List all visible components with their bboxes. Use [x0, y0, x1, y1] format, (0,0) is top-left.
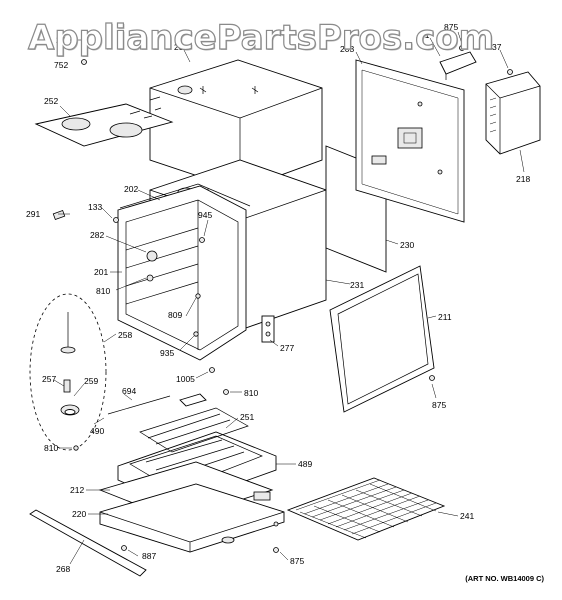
callout-201: 201: [94, 267, 108, 277]
callout-810-left: 810: [44, 443, 58, 453]
screw-887: [121, 545, 127, 551]
element-251: [139, 393, 249, 453]
callout-258: 258: [118, 330, 132, 340]
screw-37: [507, 69, 513, 75]
callout-203: 203: [340, 44, 354, 54]
leader-lines: [53, 31, 525, 565]
screw-133: [113, 217, 119, 223]
bottom-pan-220: [99, 483, 285, 553]
callout-202: 202: [124, 184, 138, 194]
callout-887: 887: [142, 551, 156, 561]
screw-810-mid: [223, 389, 229, 395]
callout-810-mid: 810: [244, 388, 258, 398]
callout-212: 212: [70, 485, 84, 495]
callout-291: 291: [26, 209, 40, 219]
callout-231: 231: [350, 280, 364, 290]
callout-752: 752: [54, 60, 68, 70]
callout-21: 21: [420, 30, 430, 40]
callout-268: 268: [56, 564, 70, 574]
callout-labels: 27 752 23 252 203 21 875 37 218 202 133 …: [26, 22, 530, 574]
top-plate-252: [34, 103, 174, 147]
callout-277: 277: [280, 343, 294, 353]
callout-259: 259: [84, 376, 98, 386]
screw-810-left: [73, 445, 79, 451]
callout-27: 27: [56, 35, 66, 45]
callout-257: 257: [42, 374, 56, 384]
callout-230: 230: [400, 240, 414, 250]
screw-bottom-pan: [273, 521, 279, 527]
callout-241: 241: [460, 511, 474, 521]
callout-945: 945: [198, 210, 212, 220]
callout-23: 23: [174, 42, 184, 52]
screw-875-bottom: [273, 547, 279, 553]
screw-875-top: [459, 45, 465, 51]
callout-694: 694: [122, 386, 136, 396]
rod-694: [107, 395, 171, 415]
callout-875-bottom: 875: [290, 556, 304, 566]
callout-1005: 1005: [176, 374, 195, 384]
oven-rack-241: [286, 477, 446, 541]
oven-liner: [117, 183, 251, 361]
screw-935: [193, 331, 199, 337]
art-number: (ART NO. WB14009 C): [465, 574, 544, 583]
door-gasket-211: [329, 265, 435, 413]
callout-251: 251: [240, 412, 254, 422]
back-panel-203: [355, 59, 465, 223]
callout-133: 133: [88, 202, 102, 212]
hinge-277: [261, 315, 275, 343]
callout-211: 211: [438, 312, 452, 322]
bracket-21: [439, 51, 477, 80]
callout-810-upper: 810: [96, 286, 110, 296]
screw-752: [81, 59, 87, 65]
callout-37: 37: [492, 42, 502, 52]
screw-945: [199, 237, 205, 243]
callout-875-top: 875: [444, 22, 458, 32]
trim-strip-268: [29, 509, 147, 577]
callout-252: 252: [44, 96, 58, 106]
small-part-291: [52, 209, 66, 221]
callout-489: 489: [298, 459, 312, 469]
screws: [73, 45, 513, 553]
screw-1005: [209, 367, 215, 373]
callout-218: 218: [516, 174, 530, 184]
callout-490: 490: [90, 426, 104, 436]
bake-element-detail-258: [29, 293, 107, 451]
callout-220: 220: [72, 509, 86, 519]
terminal-block-218: [485, 71, 541, 155]
upper-oven-cavity: [149, 59, 323, 191]
callout-875-mid: 875: [432, 400, 446, 410]
callout-809: 809: [168, 310, 182, 320]
callout-935: 935: [160, 348, 174, 358]
screw-875-mid: [429, 375, 435, 381]
callout-282: 282: [90, 230, 104, 240]
screw-809: [195, 293, 201, 299]
